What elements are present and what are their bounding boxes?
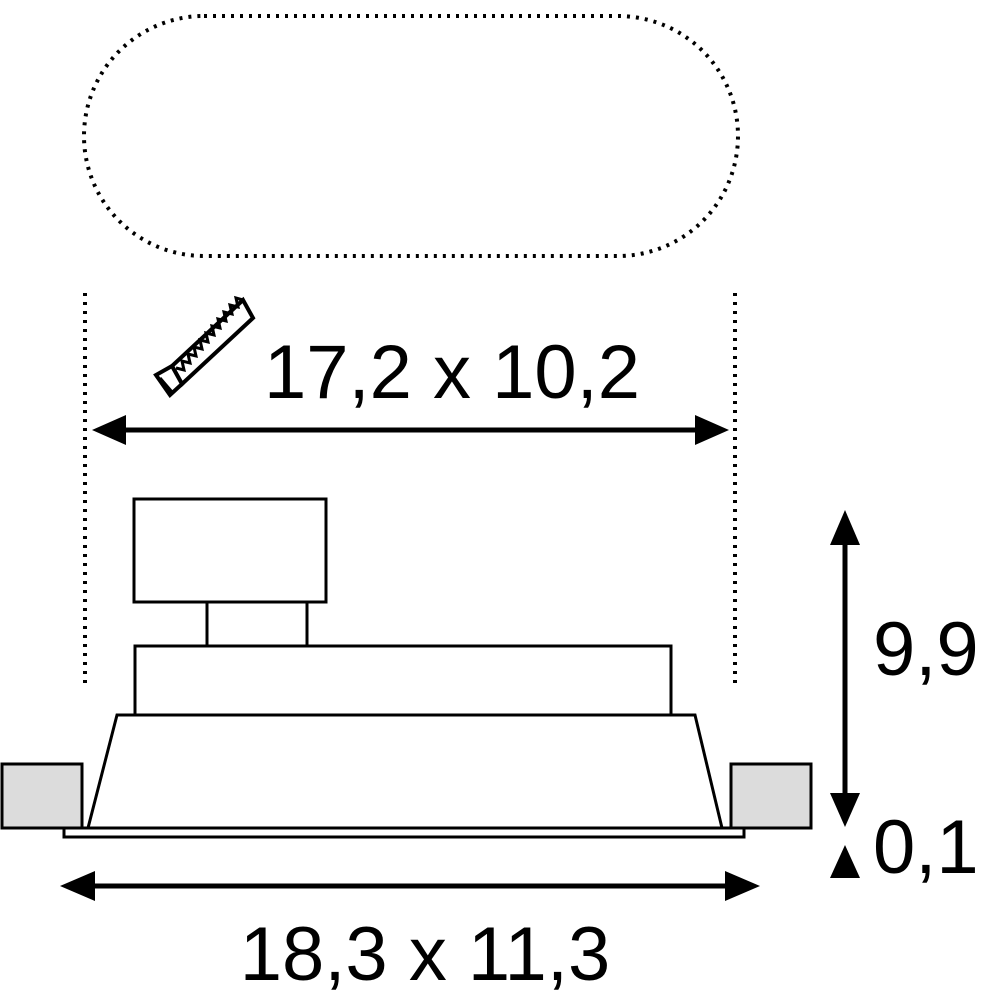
connector-neck (205, 600, 309, 648)
cutout-dimension-label: 17,2 x 10,2 (264, 330, 640, 415)
height-arrow (830, 510, 860, 827)
height-dimension-label: 9,9 (873, 607, 979, 692)
saw-icon (153, 295, 256, 399)
flange-dimension-label: 0,1 (873, 805, 979, 890)
cutout-outline-top-view (82, 14, 740, 258)
driver-box (132, 497, 328, 604)
ceiling-section-right (729, 762, 813, 830)
ceiling-section-left (0, 762, 84, 830)
lower-housing (86, 713, 724, 830)
upper-housing (133, 644, 673, 717)
flange (62, 826, 746, 839)
cutout-width-arrow (92, 415, 729, 445)
overall-dimension-label: 18,3 x 11,3 (240, 912, 610, 997)
flange-thickness-marker (830, 845, 860, 878)
overall-width-arrow (60, 871, 760, 901)
fixture-side-view (62, 497, 746, 839)
